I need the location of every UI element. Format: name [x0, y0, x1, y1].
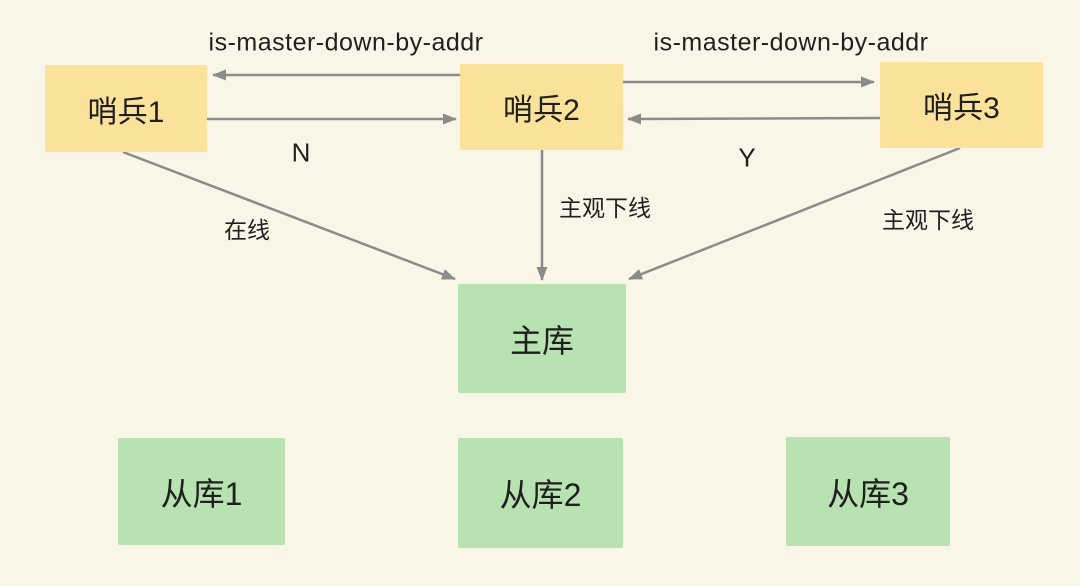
edge-label-subjective-down-right: 主观下线 — [882, 207, 974, 233]
edge-label-subjective-down-mid: 主观下线 — [559, 195, 651, 221]
edge-label-is-master-down-by-addr-left: is-master-down-by-addr — [208, 28, 484, 57]
node-master: 主库 — [458, 284, 626, 393]
node-sentinel3-label: 哨兵3 — [923, 92, 1000, 125]
node-slave1: 从库1 — [118, 438, 285, 545]
node-sentinel2: 哨兵2 — [460, 64, 623, 150]
edge-label-y: Y — [738, 142, 756, 173]
edge-sentinel1-to-master — [122, 150, 456, 281]
node-sentinel1: 哨兵1 — [45, 65, 207, 152]
edge-label-is-master-down-by-addr-right: is-master-down-by-addr — [653, 28, 929, 57]
edge-label-online: 在线 — [224, 217, 270, 243]
node-slave3-label: 从库3 — [827, 475, 909, 512]
node-slave2: 从库2 — [458, 438, 623, 548]
node-sentinel1-label: 哨兵1 — [87, 95, 165, 129]
node-slave2-label: 从库2 — [499, 477, 582, 513]
node-master-label: 主库 — [509, 322, 574, 359]
node-sentinel3: 哨兵3 — [880, 62, 1043, 148]
node-slave3: 从库3 — [786, 437, 950, 546]
edge-label-n: N — [291, 137, 311, 168]
node-slave1-label: 从库1 — [160, 475, 243, 512]
edge-sentinel3-to-sentinel2 — [627, 113, 881, 125]
node-sentinel2-label: 哨兵2 — [503, 94, 580, 127]
